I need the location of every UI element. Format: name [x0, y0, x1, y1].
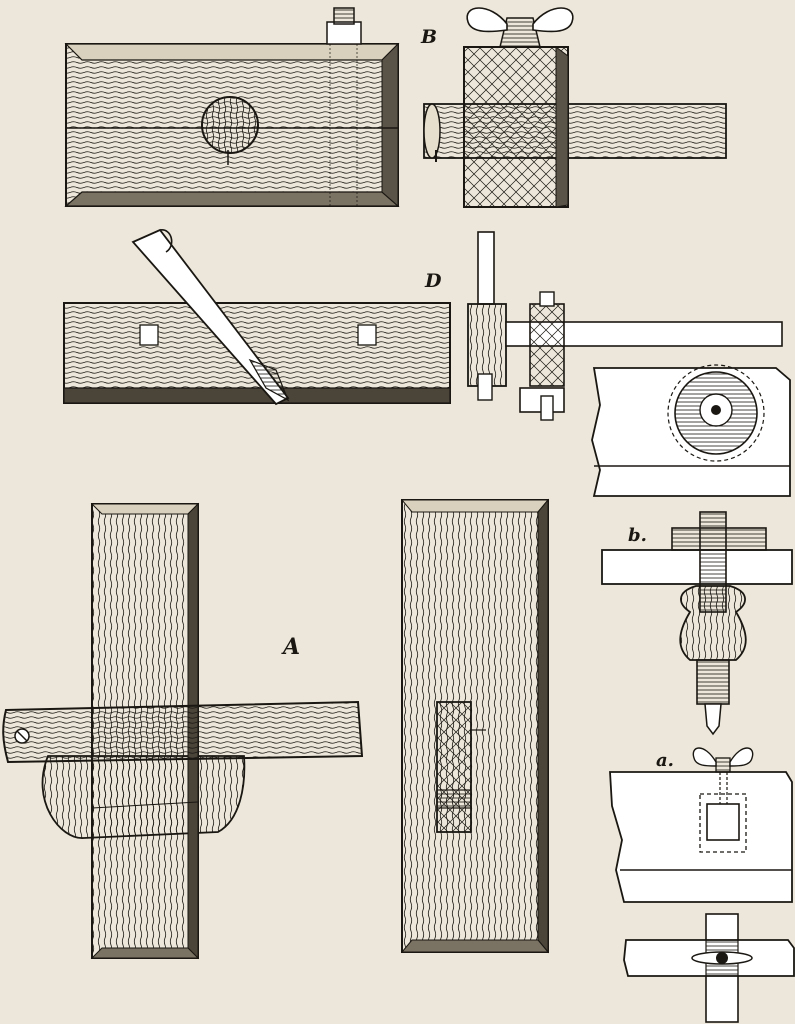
gauge-end-view	[423, 7, 727, 208]
wing-nut-block	[609, 747, 793, 903]
figure-label-b-upper: B	[421, 26, 438, 48]
try-square	[2, 502, 364, 960]
cross-section-detail	[623, 913, 795, 1023]
figure-label-a-lower: a.	[656, 750, 674, 771]
figure-label-b-lower: b.	[628, 525, 647, 546]
figure-label-a-upper: A	[283, 634, 301, 660]
figure-label-d: D	[425, 270, 442, 292]
thumbscrew-detail	[601, 511, 793, 736]
plane-side-view	[63, 228, 451, 406]
fence-detail	[467, 231, 783, 421]
block-with-rosette	[591, 364, 791, 497]
mortise-stock	[400, 498, 550, 954]
gauge-head-side-view	[64, 7, 400, 208]
